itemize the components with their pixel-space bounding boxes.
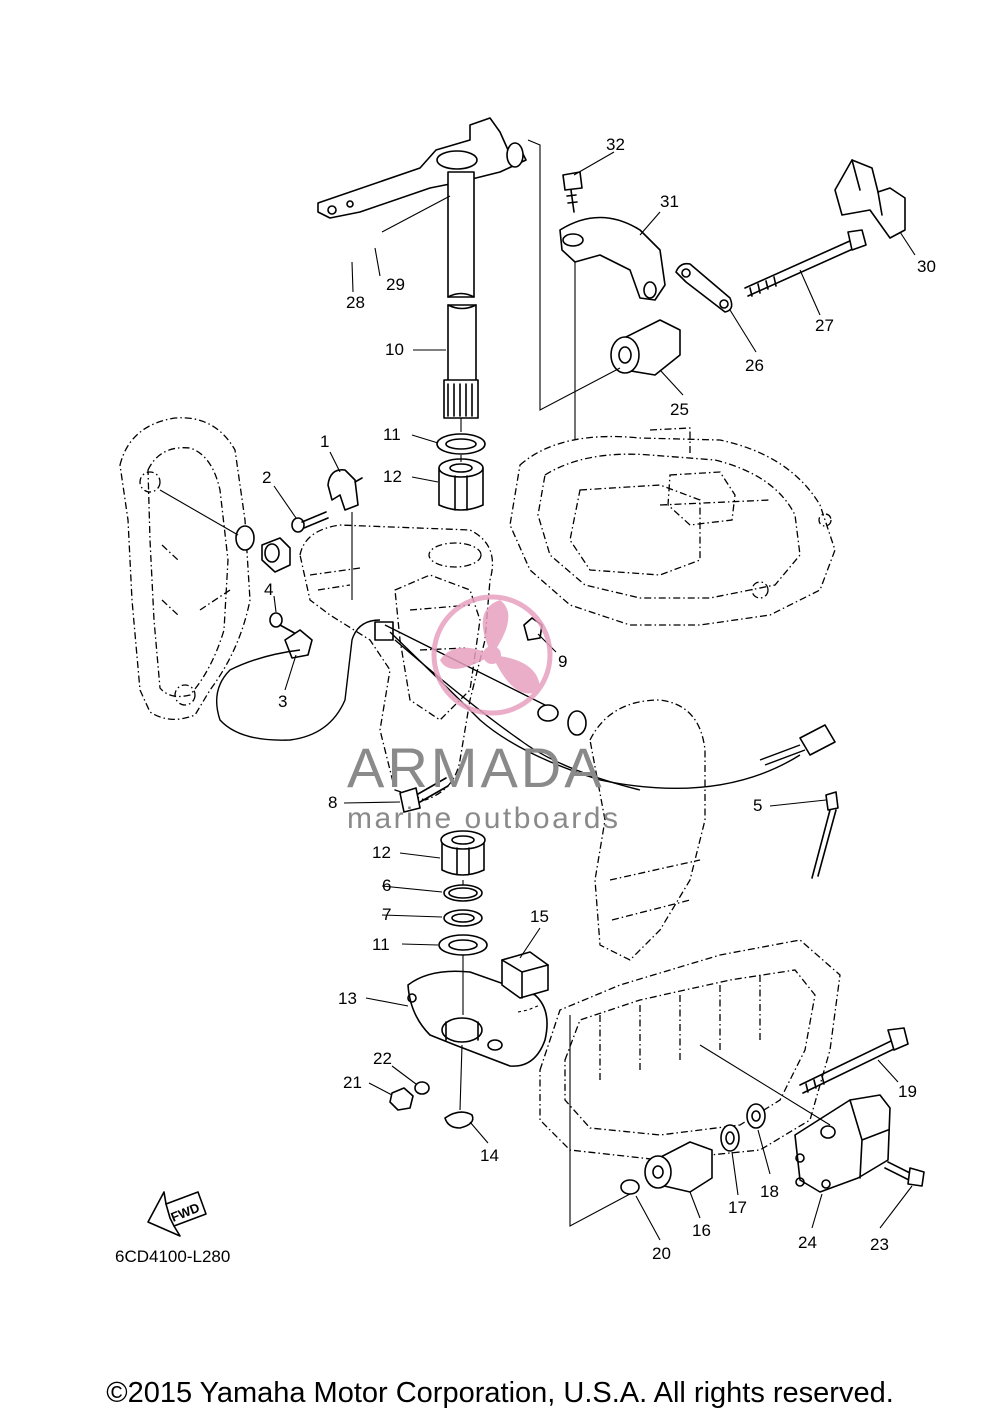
callout-6: 6 [382, 876, 391, 895]
watermark-logo [431, 594, 553, 716]
callout-29: 29 [386, 275, 405, 294]
cable-holder-1 [327, 468, 363, 511]
callout-1: 1 [320, 432, 329, 451]
washer-side-right [537, 704, 587, 736]
bolt-23 [884, 1161, 925, 1187]
cable-tie-5 [811, 791, 839, 879]
nut-9 [523, 617, 543, 641]
callout-3: 3 [278, 692, 287, 711]
callout-numbers: 1 2 3 4 5 6 7 8 9 10 11 11 12 12 13 14 1… [262, 135, 936, 1263]
callout-7: 7 [382, 905, 391, 924]
steering-arm [317, 117, 527, 219]
callout-11-lower: 11 [372, 935, 390, 954]
callout-32: 32 [606, 135, 625, 154]
callout-18: 18 [760, 1182, 779, 1201]
washer-17 [720, 1124, 740, 1152]
callout-22: 22 [373, 1049, 392, 1068]
watermark-subtitle: marine outboards [347, 802, 620, 835]
callout-8: 8 [328, 793, 337, 812]
callout-10: 10 [385, 340, 404, 359]
grommet-left [235, 525, 291, 573]
callout-21: 21 [343, 1073, 362, 1092]
callout-2: 2 [262, 468, 271, 487]
washer-11-upper [436, 433, 486, 455]
callout-5: 5 [753, 796, 762, 815]
washer-7 [443, 909, 483, 927]
bottom-cowling-outline [509, 427, 836, 626]
circlip-14 [444, 1111, 474, 1129]
diagram-code: 6CD4100-L280 [115, 1247, 230, 1266]
o-ring-6 [443, 884, 483, 902]
callout-27: 27 [815, 316, 834, 335]
upper-mount-bracket [559, 216, 666, 301]
callout-16: 16 [692, 1221, 711, 1240]
callout-17: 17 [728, 1198, 747, 1217]
mount-bolt-32 [562, 171, 583, 213]
mount-plate-26 [675, 262, 733, 313]
callout-4: 4 [264, 580, 273, 599]
clip-3 [284, 629, 313, 659]
bushing-12-upper [438, 458, 484, 511]
callout-31: 31 [660, 192, 679, 211]
stopper-15 [501, 951, 549, 999]
bolt-4 [269, 612, 299, 636]
washer-22 [414, 1081, 430, 1095]
upper-mount-shaft [443, 171, 479, 419]
callout-20: 20 [652, 1244, 671, 1263]
callout-30: 30 [917, 257, 936, 276]
callout-26: 26 [745, 356, 764, 375]
washer-18 [746, 1103, 766, 1129]
callout-9: 9 [558, 652, 567, 671]
callout-13: 13 [338, 989, 357, 1008]
lower-steering-bracket-13 [407, 970, 548, 1067]
bolt-19 [799, 1027, 909, 1094]
callout-19: 19 [898, 1082, 917, 1101]
callout-12-upper: 12 [383, 467, 402, 486]
assembly-guide-lines [159, 139, 831, 1227]
washer-11-lower [438, 934, 488, 956]
lower-mount-bracket-24 [794, 1094, 891, 1193]
callout-11-upper: 11 [383, 425, 401, 444]
watermark-title: ARMADA [347, 736, 605, 799]
washer-20 [620, 1179, 640, 1195]
callout-14: 14 [480, 1146, 499, 1165]
callout-23: 23 [870, 1235, 889, 1254]
swivel-bracket-left-outline [119, 417, 251, 720]
callout-24: 24 [798, 1233, 817, 1252]
callout-28: 28 [346, 293, 365, 312]
mount-bolt-27 [744, 229, 867, 297]
bolt-2 [291, 511, 329, 533]
lower-mount-rubber-16 [644, 1141, 713, 1193]
upper-mount-rubber [610, 319, 681, 376]
callout-15: 15 [530, 907, 549, 926]
copyright-notice: ©2015 Yamaha Motor Corporation, U.S.A. A… [106, 1377, 894, 1409]
bushing-12-lower [440, 830, 486, 876]
mount-cover-30 [834, 159, 906, 239]
nut-21 [389, 1087, 414, 1111]
callout-12-lower: 12 [372, 843, 391, 862]
callout-leaders [273, 151, 916, 1241]
callout-25: 25 [670, 400, 689, 419]
forward-direction-arrow: FWD [147, 1191, 207, 1237]
bolt-8 [399, 777, 449, 813]
